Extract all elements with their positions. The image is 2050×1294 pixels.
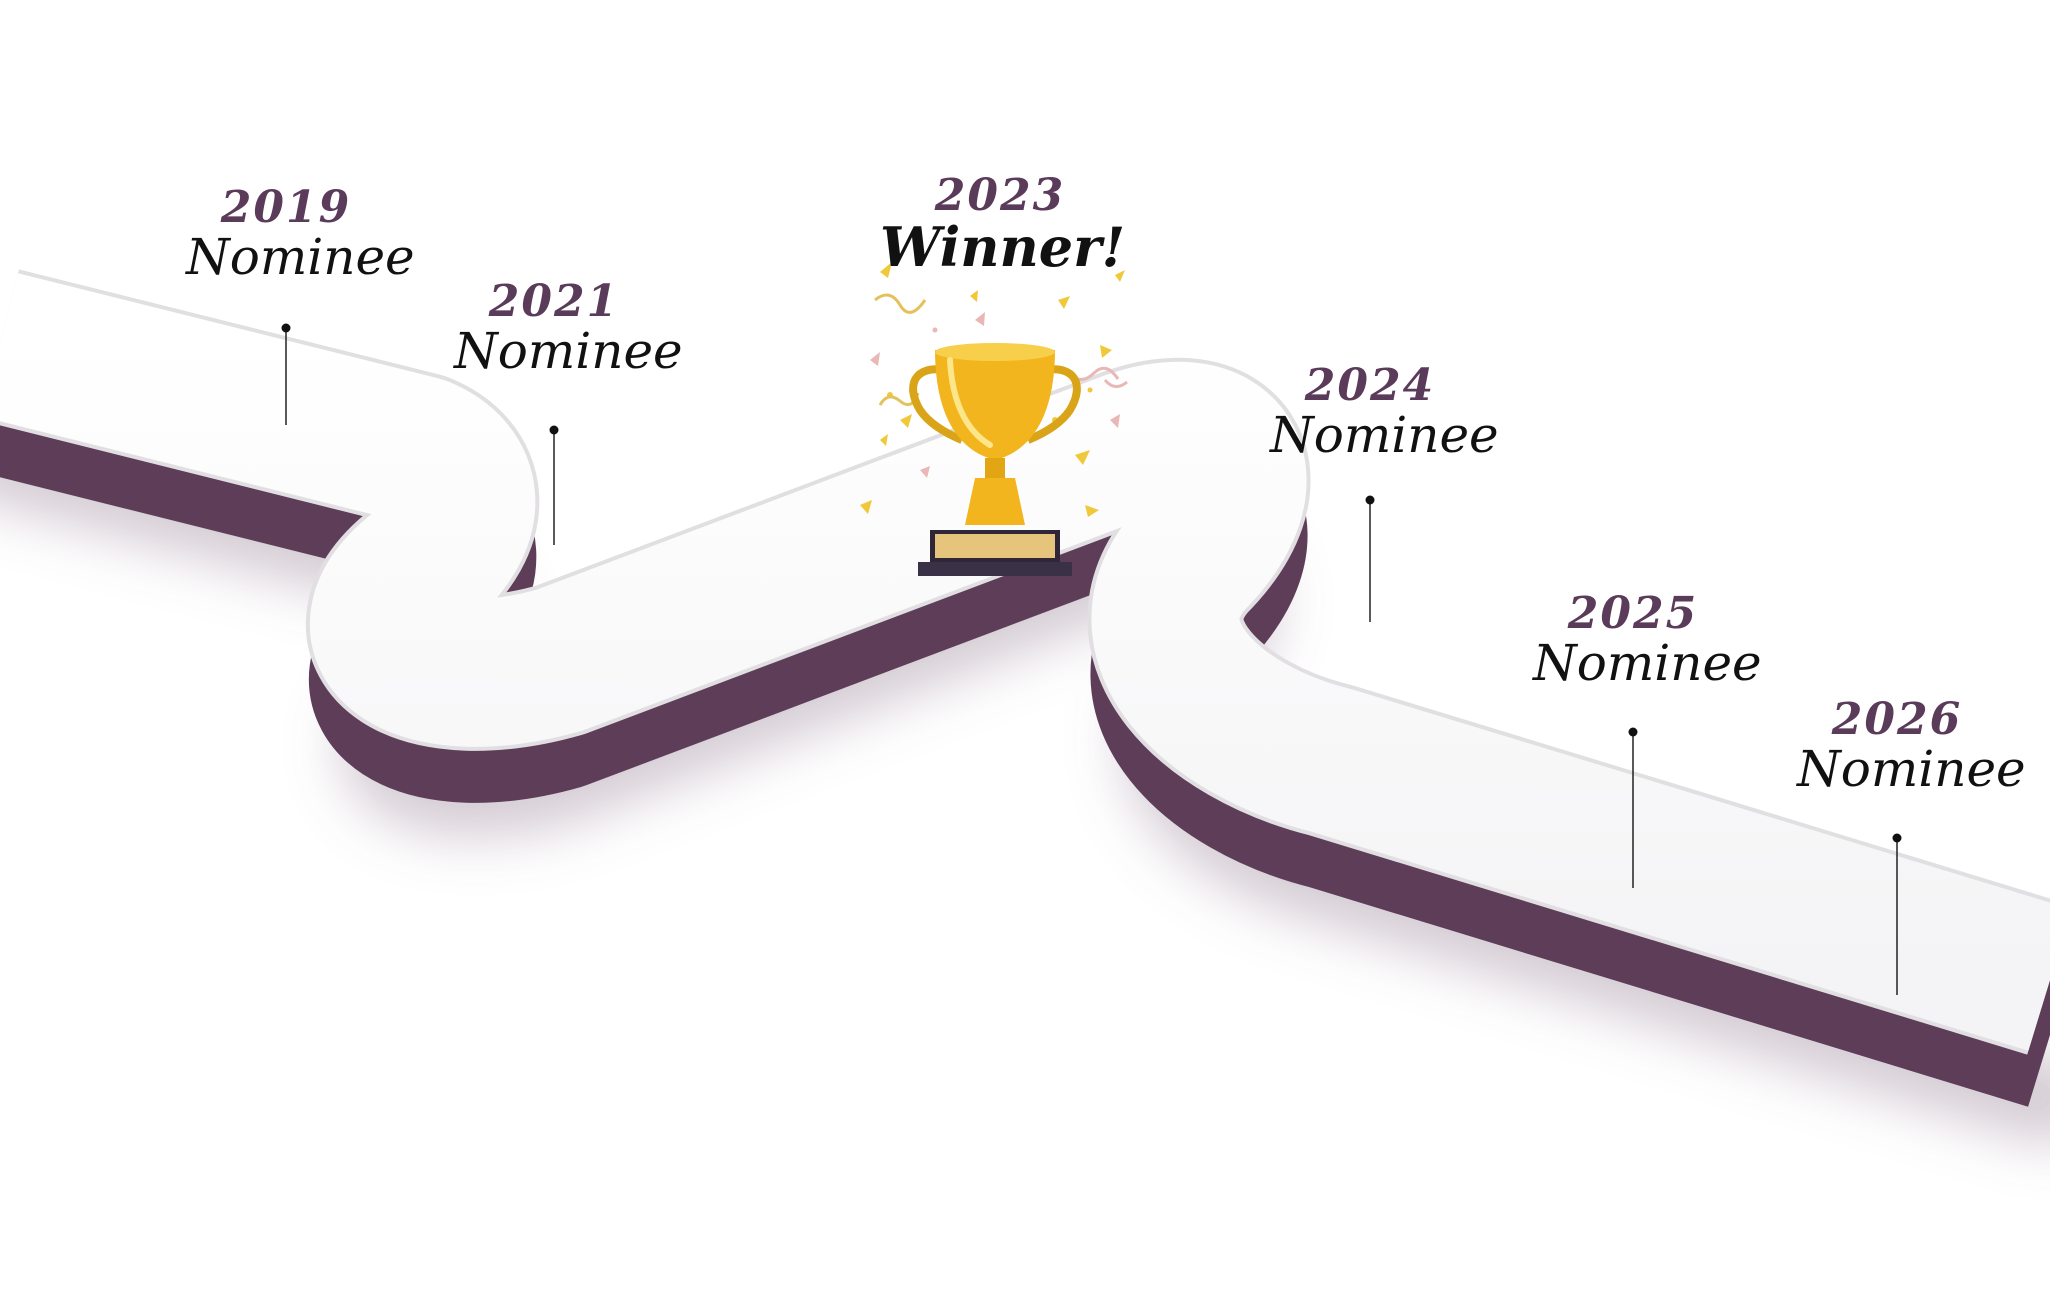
pin-icon [281,323,291,425]
milestone-status: Nominee [1270,406,1499,464]
milestone-status: Nominee [1533,634,1762,692]
pin-icon [1892,833,1902,995]
milestone-year: 2019 [220,182,352,233]
milestone-status: Nominee [186,228,415,286]
pin-icon [1628,727,1638,888]
milestone-year: 2025 [1567,588,1699,639]
milestone-2024: 2024 Nominee [1270,360,1499,464]
milestone-2021: 2021 Nominee [454,276,683,380]
milestone-2019: 2019 Nominee [186,182,415,286]
milestone-status: Nominee [454,322,683,380]
milestone-year: 2026 [1831,694,1963,745]
milestone-2026: 2026 Nominee [1797,694,2026,798]
pin-icon [1365,495,1375,622]
milestone-status: Winner! [880,215,1126,279]
milestone-2023: 2023 Winner! [880,170,1126,279]
pin-icon [549,425,559,545]
milestone-year: 2021 [488,276,620,327]
milestone-status: Nominee [1797,740,2026,798]
milestone-year: 2023 [934,170,1066,221]
road-surface [0,273,2050,1051]
trophy-icon [909,343,1081,576]
milestone-2025: 2025 Nominee [1533,588,1762,692]
milestone-year: 2024 [1304,360,1436,411]
